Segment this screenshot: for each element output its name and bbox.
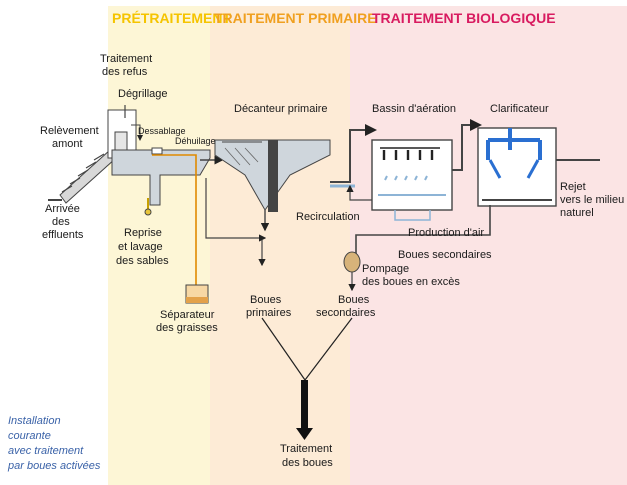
label-pompage1: Pompage [362,263,409,275]
pump-boues [343,251,361,292]
caption-line1: Installation [8,415,61,427]
label-bs2: secondaires [316,307,376,319]
label-boues-secondaires: Boues secondaires [398,249,492,261]
section-title-primaire: TRAITEMENT PRIMAIRE [214,10,377,26]
label-pompage2: des boues en excès [362,276,460,288]
label-arrivee3: effluents [42,229,84,241]
label-clarificateur: Clarificateur [490,103,549,115]
label-rejet1: Rejet [560,181,586,193]
label-production-air: Production d'air [408,227,484,239]
section-title-biologique: TRAITEMENT BIOLOGIQUE [372,10,556,26]
label-degrillage: Dégrillage [118,88,168,100]
label-bassin: Bassin d'aération [372,103,456,115]
label-reprise1: Reprise [124,227,162,239]
caption-line4: par boues activées [7,460,101,472]
sludge-converge-left [261,317,306,381]
section-bg-biologique [350,6,627,485]
primary-clarifier [205,139,331,267]
pipe-recirculation [355,205,491,255]
pipe-to-aeration [330,124,377,183]
pretreatment-unit [107,105,211,285]
label-rejet2: vers le milieu [560,194,624,206]
label-dehuilage: Déhuilage [175,136,216,146]
label-rejet3: naturel [560,207,594,219]
label-tb2: des boues [282,457,333,469]
caption-line2: courante [8,430,51,442]
label-releve1: Relèvement [40,125,99,137]
label-arrivee1: Arrivée [45,203,80,215]
label-tb1: Traitement [280,443,332,455]
section-bg-primaire [210,6,350,485]
label-reprise2: et lavage [118,241,163,253]
label-arrivee2: des [52,216,70,228]
label-dessablage: Dessablage [138,126,186,136]
section-title-pretraitement: PRÉTRAITEMENT [112,10,231,26]
label-separ1: Séparateur [160,309,215,321]
label-refus1: Traitement [100,53,152,65]
label-bs1: Boues [338,294,370,306]
label-releve2: amont [52,138,83,150]
pipe-to-clarifier [452,119,482,171]
sludge-pipe [301,380,308,430]
label-reprise3: des sables [116,255,169,267]
label-decanteur: Décanteur primaire [234,103,328,115]
aeration-basin [371,139,453,221]
clarifier [477,127,557,207]
caption-line3: avec traitement [8,445,84,457]
grease-separator [185,284,209,304]
screw-lift [48,149,117,204]
label-bp2: primaires [246,307,292,319]
section-bg-pretraitement [108,6,210,485]
label-refus2: des refus [102,66,148,78]
label-separ2: des graisses [156,322,218,334]
label-bp1: Boues [250,294,282,306]
sludge-converge-right [304,317,353,381]
label-recirculation: Recirculation [296,211,360,223]
